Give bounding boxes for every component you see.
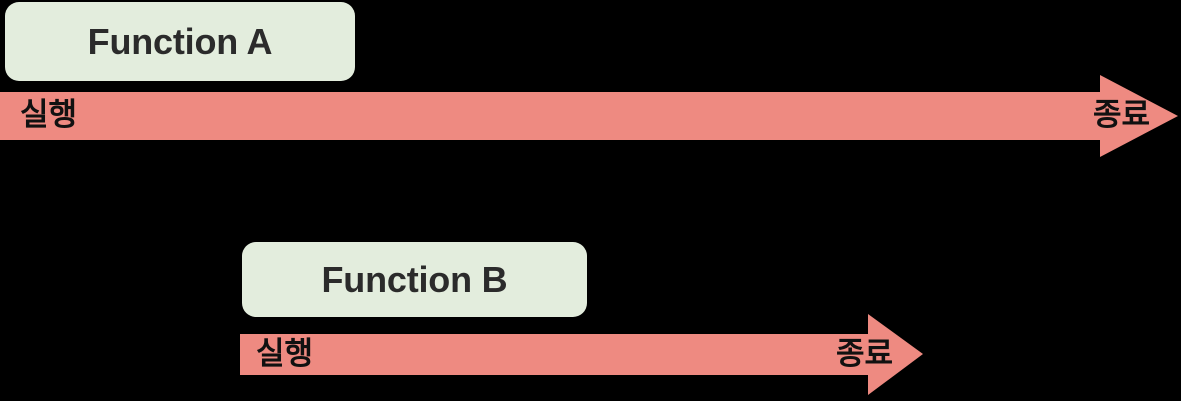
arrow-right-shape-a	[0, 75, 1178, 157]
function-b-chip-text: Function B	[321, 258, 508, 300]
function-b-execution-arrow: 실행 종료	[240, 314, 924, 395]
function-b-start-label: 실행	[256, 336, 314, 371]
function-b-end-label: 종료	[836, 336, 894, 371]
function-a-chip-text: Function A	[87, 20, 273, 62]
function-b-label-chip: Function B	[242, 242, 587, 317]
function-a-execution-arrow: 실행 종료	[0, 75, 1181, 157]
function-a-start-label: 실행	[20, 97, 78, 132]
function-a-end-label: 종료	[1093, 97, 1151, 132]
arrow-right-shape-b	[240, 314, 923, 395]
function-a-label-chip: Function A	[5, 2, 355, 81]
